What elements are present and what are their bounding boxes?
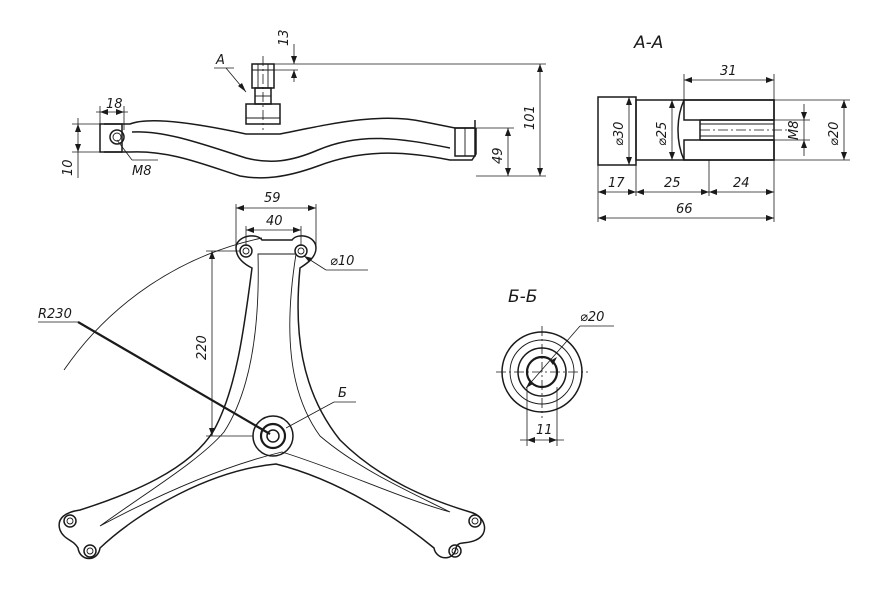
- dim-13: 13: [277, 29, 292, 46]
- label-view-b: Б: [338, 386, 347, 401]
- label-view-a: А: [215, 53, 225, 68]
- side-view: 13 А 101 49 18 10 M8: [61, 29, 546, 179]
- dim-18: 18: [106, 97, 123, 112]
- dim-40: 40: [266, 214, 283, 229]
- dim-25: 25: [664, 176, 681, 191]
- section-bb: Б-Б ⌀20 11: [496, 287, 614, 446]
- section-aa: А-А 31 ⌀30 ⌀25: [597, 33, 850, 222]
- section-aa-title: А-А: [633, 33, 663, 53]
- label-r230: R230: [38, 307, 72, 322]
- dim-10: 10: [61, 159, 76, 176]
- radius-arc: [63, 237, 263, 371]
- dim-d30: ⌀30: [612, 122, 627, 146]
- top-view: 59 40 ⌀10 220 R230 Б: [38, 191, 486, 560]
- hub-inner: [259, 422, 287, 450]
- label-m8-side: M8: [132, 164, 152, 179]
- dim-d20-bb: ⌀20: [580, 310, 604, 325]
- dim-66: 66: [676, 202, 693, 217]
- dim-d10: ⌀10: [330, 254, 354, 269]
- arm-upper-edge: [104, 117, 476, 135]
- dim-31: 31: [720, 64, 737, 79]
- dim-59: 59: [264, 191, 281, 206]
- dim-d25: ⌀25: [655, 122, 670, 146]
- dim-24: 24: [733, 176, 750, 191]
- section-bb-title: Б-Б: [508, 287, 537, 307]
- label-m8-aa: M8: [787, 121, 802, 141]
- arm-lower-edge: [104, 128, 477, 179]
- dim-220: 220: [195, 335, 210, 360]
- arm-inner-edge: [131, 131, 451, 163]
- dim-17: 17: [608, 176, 625, 191]
- dim-49: 49: [491, 147, 506, 164]
- dim-d20-aa: ⌀20: [827, 122, 842, 146]
- m8-hole: [109, 129, 125, 145]
- dim-11: 11: [536, 423, 553, 438]
- hub-outer: [252, 415, 294, 457]
- dim-101: 101: [523, 105, 538, 130]
- spider-outline: [58, 235, 486, 560]
